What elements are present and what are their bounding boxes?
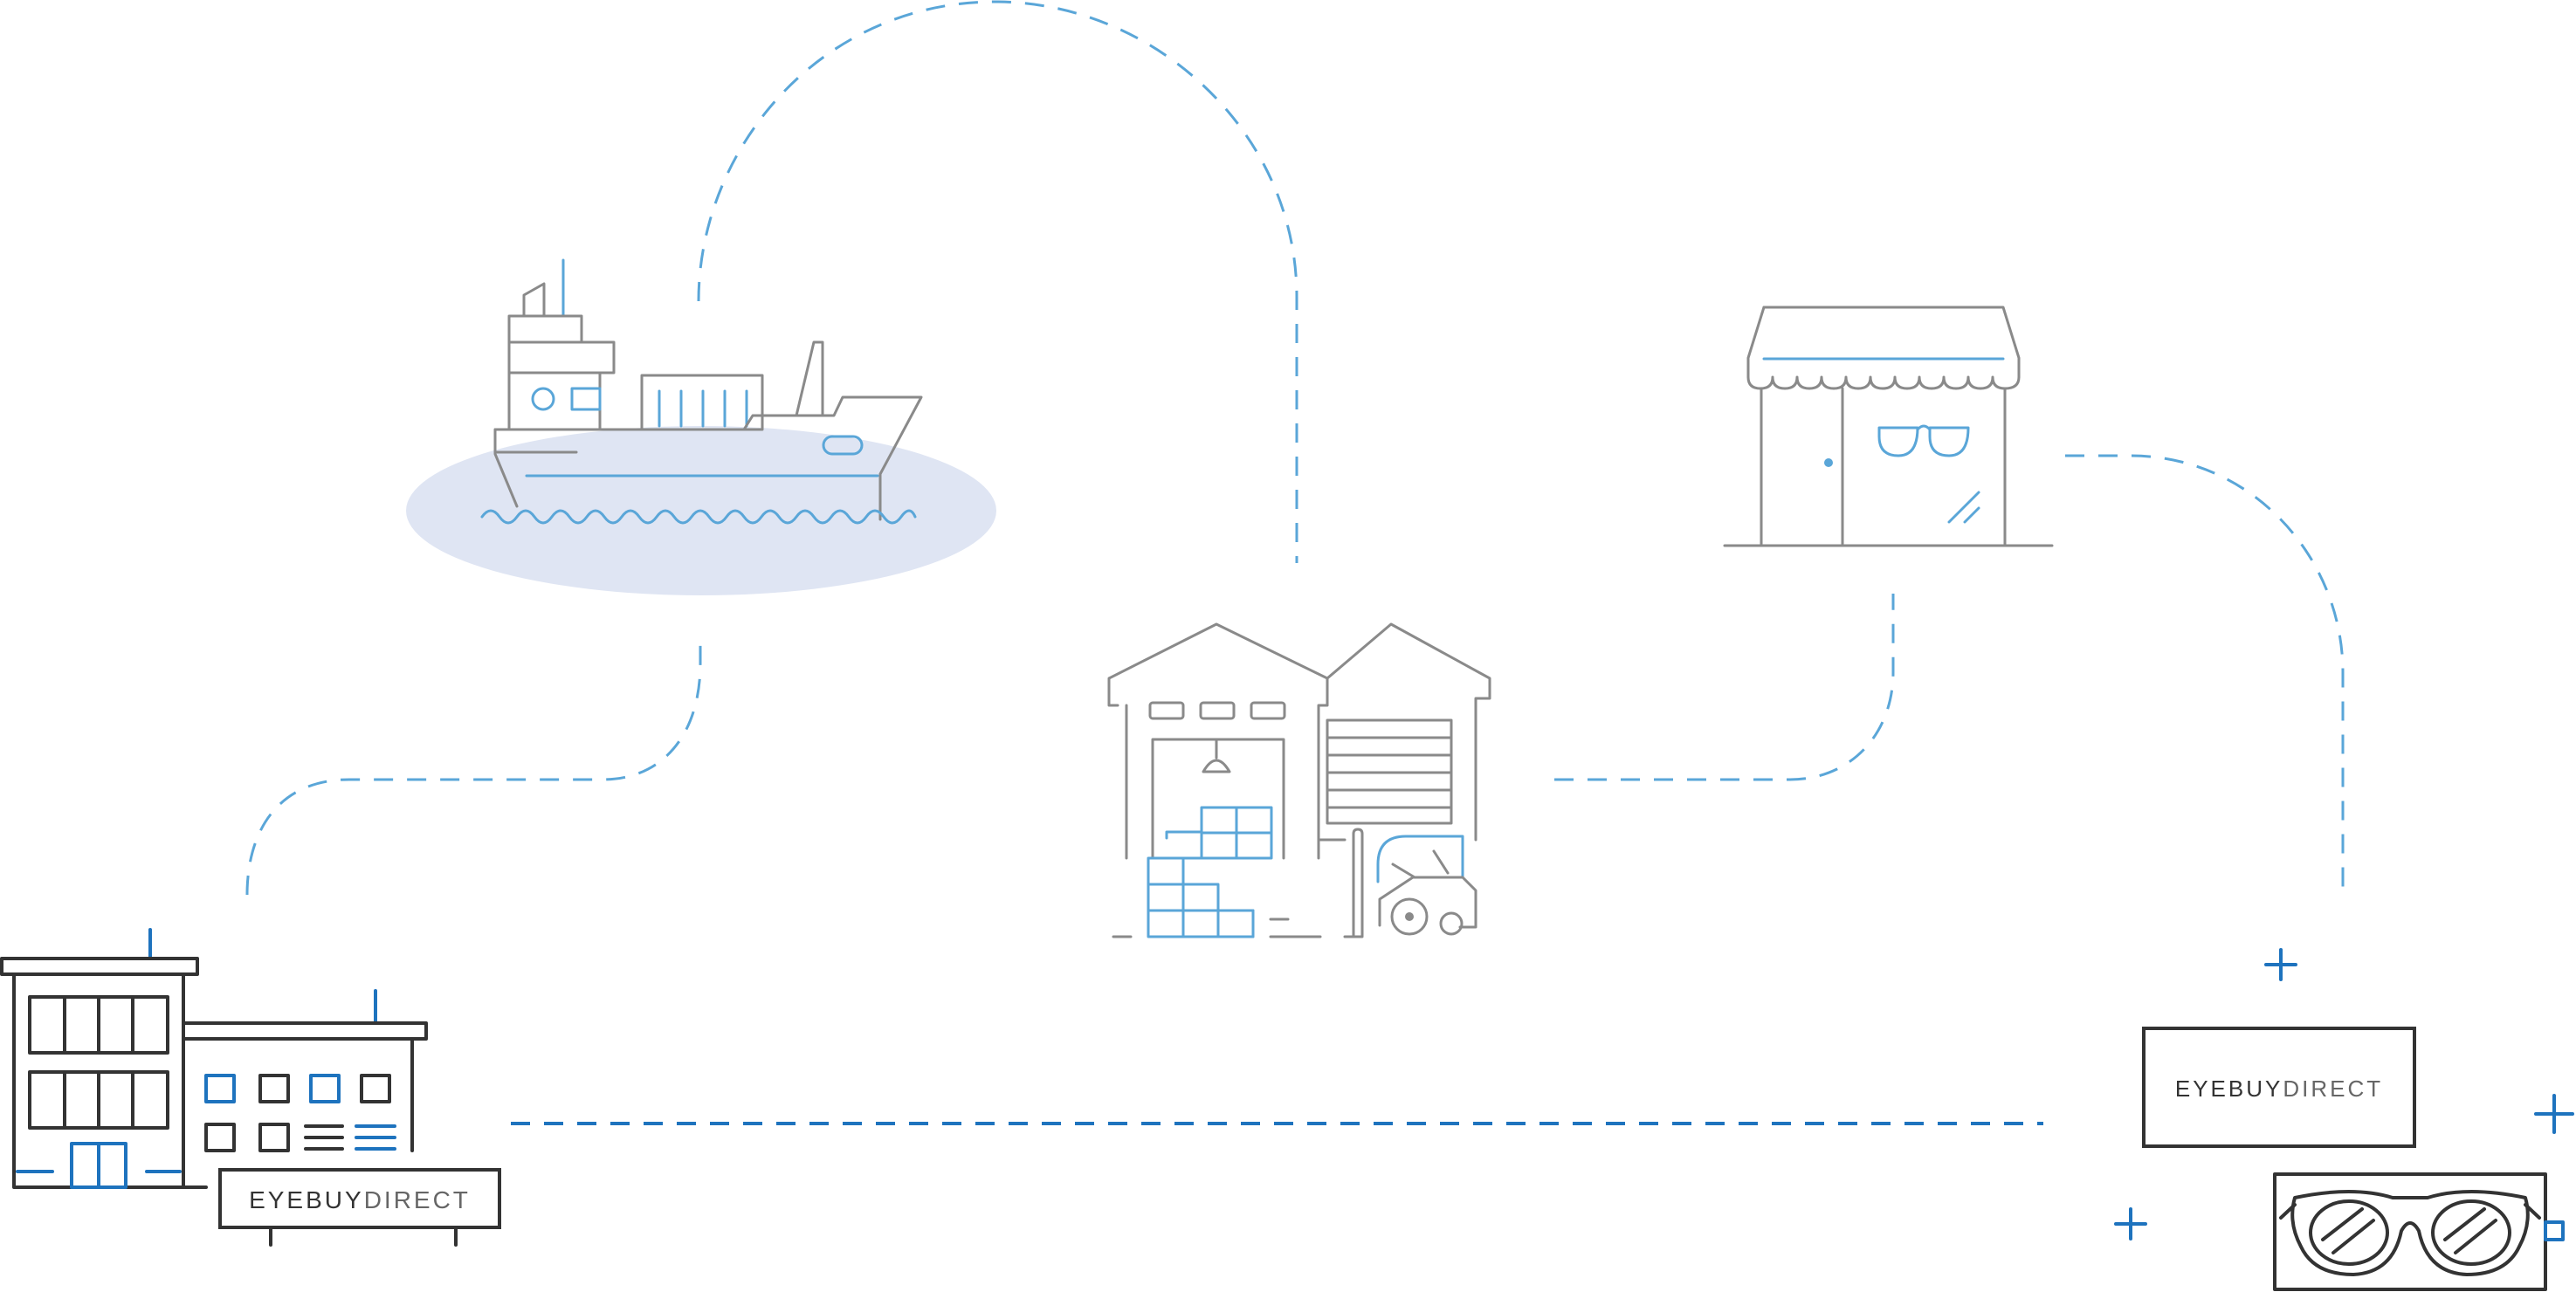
sparkle-icon (2264, 948, 2297, 981)
hq-brand-name-strong: EYEBUY (249, 1186, 364, 1213)
package-brand-sign: EYEBUYDIRECT (2142, 1027, 2416, 1148)
route-ship-to-warehouse (697, 0, 1298, 563)
package-brand-name-light: DIRECT (2283, 1076, 2383, 1102)
route-warehouse-to-store (1554, 594, 1895, 781)
svg-text:EYEBUYDIRECT: EYEBUYDIRECT (249, 1186, 471, 1213)
optical-store-icon (1723, 306, 2054, 547)
package-brand-name-strong: EYEBUY (2175, 1076, 2283, 1102)
sparkle-icon (2114, 1207, 2147, 1240)
hq-brand-sign: EYEBUYDIRECT (218, 1168, 501, 1229)
eyeglasses-package-icon (2114, 948, 2574, 1291)
sparkle-icon (2534, 1094, 2574, 1134)
route-paths (245, 0, 2345, 1125)
warehouse-icon (1107, 622, 1491, 938)
svg-text:EYEBUYDIRECT: EYEBUYDIRECT (2175, 1076, 2383, 1102)
route-hq-to-ship (245, 633, 702, 896)
headquarters-building-icon (0, 928, 458, 1247)
cargo-ship-icon (406, 258, 996, 595)
hq-brand-name-light: DIRECT (364, 1186, 471, 1213)
route-store-to-customer (2065, 454, 2345, 895)
